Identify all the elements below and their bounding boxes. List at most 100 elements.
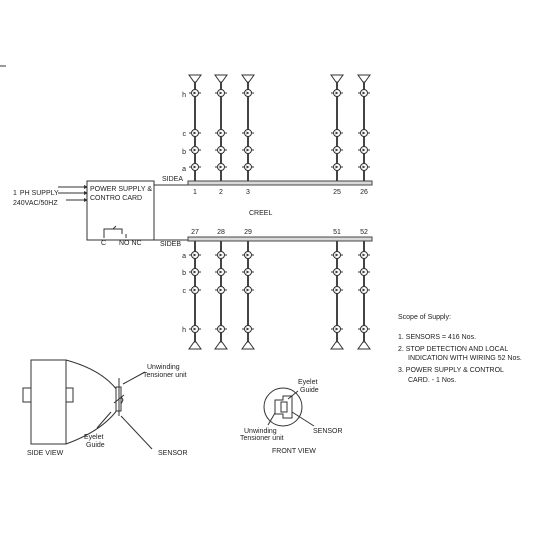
sensor-arrow-icon bbox=[219, 165, 223, 169]
spindle-cap-icon bbox=[241, 74, 255, 83]
side-a-number: 1 bbox=[193, 189, 197, 196]
sensor-arrow-icon bbox=[193, 327, 197, 331]
leader-front-sensor bbox=[291, 411, 315, 427]
card-title-line2: CONTRO CARD bbox=[90, 195, 142, 202]
scope-title: Scope of Supply: bbox=[398, 314, 451, 321]
side-view-pointer bbox=[113, 394, 125, 404]
sensor-arrow-icon bbox=[335, 253, 339, 257]
sensor-arrow-icon bbox=[193, 91, 197, 95]
side-b-number: 52 bbox=[360, 229, 368, 236]
sensor-arrow-icon bbox=[246, 288, 250, 292]
side-view-frame bbox=[30, 359, 67, 445]
sensor-arrow-icon bbox=[335, 148, 339, 152]
scope-of-supply: Scope of Supply: 1. SENSORS = 416 Nos. 2… bbox=[398, 314, 522, 384]
sensor-arrow-icon bbox=[362, 253, 366, 257]
spindle-cap-icon bbox=[330, 341, 344, 350]
front-sensor-label: SENSOR bbox=[313, 428, 343, 435]
side-view: Unwinding Tensioner unit Eyelet Guide SE… bbox=[22, 359, 188, 457]
sensor-arrow-icon bbox=[246, 148, 250, 152]
sensor-arrow-icon bbox=[193, 131, 197, 135]
card-box bbox=[86, 180, 155, 241]
arrow-head-icon bbox=[84, 185, 88, 189]
side-unwinding-label-2: Tensioner unit bbox=[143, 372, 187, 379]
sensor-arrow-icon bbox=[193, 288, 197, 292]
leader-front-unwinding bbox=[267, 412, 276, 426]
front-view: Eyelet Guide Unwinding Tensioner unit SE… bbox=[240, 379, 343, 455]
sensor-arrow-icon bbox=[362, 165, 366, 169]
side-sensor-label: SENSOR bbox=[158, 450, 188, 457]
side-b-number: 51 bbox=[333, 229, 341, 236]
row-label: b bbox=[182, 149, 186, 156]
side-view-tab-left bbox=[22, 387, 32, 403]
supply-line2: 240VAC/50HZ bbox=[13, 200, 58, 207]
row-label: a bbox=[182, 253, 186, 260]
sensor-arrow-icon bbox=[219, 91, 223, 95]
sensor-arrow-icon bbox=[246, 131, 250, 135]
sensor-arrow-icon bbox=[193, 270, 197, 274]
side-view-tab-right bbox=[65, 387, 74, 403]
spindle-cap-icon bbox=[188, 341, 202, 350]
side-eyelet-label-1: Eyelet bbox=[84, 434, 104, 441]
creel: SIDEA SIDEB CREEL 1 2 3 25 26 27 28 29 5… bbox=[160, 74, 373, 350]
sensor-arrow-icon bbox=[335, 288, 339, 292]
sensor-arrow-icon bbox=[246, 91, 250, 95]
spindle-cap-icon bbox=[357, 74, 371, 83]
sensor-arrow-icon bbox=[362, 131, 366, 135]
spindle-cap-icon bbox=[357, 341, 371, 350]
leader-unwinding bbox=[122, 371, 146, 385]
creel-columns bbox=[188, 74, 371, 350]
side-b-bus bbox=[187, 236, 373, 242]
sensor-arrow-icon bbox=[193, 148, 197, 152]
card-title-line1: POWER SUPPLY & bbox=[90, 186, 152, 193]
side-b-number: 27 bbox=[191, 229, 199, 236]
side-eyelet-label-2: Guide bbox=[86, 442, 105, 449]
side-a-number: 3 bbox=[246, 189, 250, 196]
row-label: h bbox=[182, 92, 186, 99]
sensor-arrow-icon bbox=[219, 327, 223, 331]
sensor-arrow-icon bbox=[362, 270, 366, 274]
side-view-arc bbox=[65, 359, 124, 445]
side-a-label: SIDEA bbox=[162, 176, 183, 183]
row-label: b bbox=[182, 270, 186, 277]
terminal-no-nc-label: NO NC bbox=[119, 240, 142, 247]
sensor-arrow-icon bbox=[362, 91, 366, 95]
spindle-cap-icon bbox=[214, 74, 228, 83]
front-eyelet-label-1: Eyelet bbox=[298, 379, 318, 386]
side-b-number: 29 bbox=[244, 229, 252, 236]
power-supply-card: POWER SUPPLY & CONTRO CARD C NO NC bbox=[86, 180, 189, 247]
front-view-caption: FRONT VIEW bbox=[272, 448, 316, 455]
spindle-cap-icon bbox=[241, 341, 255, 350]
spindle-cap-icon bbox=[330, 74, 344, 83]
arrow-head-icon bbox=[84, 198, 88, 202]
sensor-arrow-icon bbox=[219, 270, 223, 274]
leader-sensor bbox=[120, 415, 153, 450]
front-unwinding-label-1: Unwinding bbox=[244, 428, 277, 435]
sensor-arrow-icon bbox=[362, 148, 366, 152]
sensor-arrow-icon bbox=[219, 253, 223, 257]
sensor-arrow-icon bbox=[335, 91, 339, 95]
front-eyelet-label-2: Guide bbox=[300, 387, 319, 394]
row-label: c bbox=[183, 288, 187, 295]
sensor-arrow-icon bbox=[246, 327, 250, 331]
sensor-arrow-icon bbox=[246, 165, 250, 169]
row-label: h bbox=[182, 327, 186, 334]
arrow-head-icon bbox=[84, 191, 88, 195]
front-unwinding-label-2: Tensioner unit bbox=[240, 435, 284, 442]
sensor-arrow-icon bbox=[335, 131, 339, 135]
scope-item-1: 1. SENSORS = 416 Nos. bbox=[398, 334, 476, 341]
sensor-arrow-icon bbox=[362, 327, 366, 331]
scope-item-3-line2: CARD. - 1 Nos. bbox=[408, 377, 456, 384]
sensor-arrow-icon bbox=[219, 288, 223, 292]
side-a-number: 26 bbox=[360, 189, 368, 196]
sensor-arrow-icon bbox=[193, 253, 197, 257]
row-label: c bbox=[183, 131, 187, 138]
sensor-arrow-icon bbox=[335, 327, 339, 331]
spindle-cap-icon bbox=[214, 341, 228, 350]
relay-contact-arm bbox=[112, 225, 117, 230]
scope-item-2-line2: INDICATION WITH WIRING 52 Nos. bbox=[408, 355, 522, 362]
leader-eyelet bbox=[96, 411, 112, 429]
sensor-arrow-icon bbox=[193, 165, 197, 169]
